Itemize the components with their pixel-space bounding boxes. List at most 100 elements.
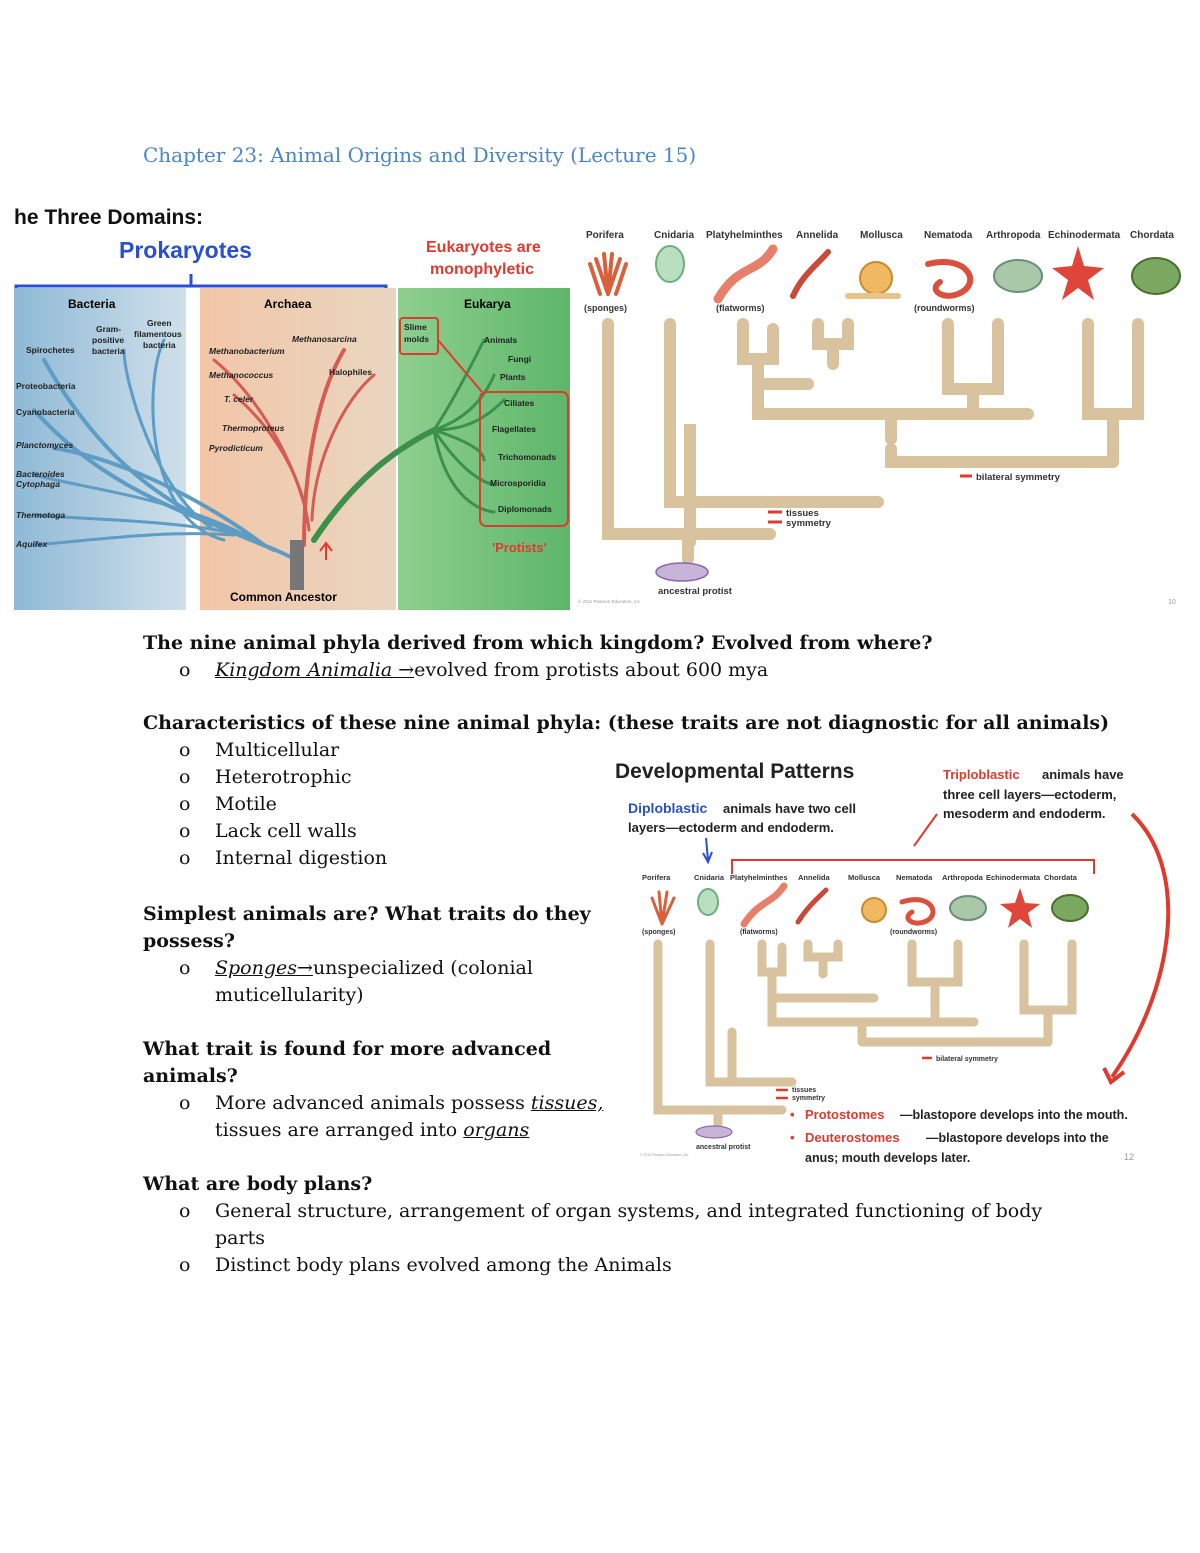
dev-ancestral: ancestral protist <box>696 1144 751 1151</box>
red-curved-arrow <box>1102 812 1171 1086</box>
annelid-icon <box>790 249 831 299</box>
jellyfish-icon <box>697 888 719 916</box>
snail-icon <box>861 897 887 923</box>
phylum-label: Arthropoda <box>986 230 1041 241</box>
phylum-label: Chordata <box>1044 873 1078 882</box>
phylum-label: Porifera <box>586 230 624 241</box>
phylum-label: Mollusca <box>848 873 881 882</box>
bilateral-label: bilateral symmetry <box>976 472 1061 483</box>
answer-kingdom: o Kingdom Animalia →evolved from protist… <box>179 657 1143 684</box>
phylum-label: Echinodermata <box>1048 230 1121 241</box>
proteobacteria: Proteobacteria <box>16 381 76 391</box>
tissues-label: tissues <box>786 508 819 519</box>
proto-bullet: • <box>790 1107 795 1122</box>
bullet: o <box>179 793 191 815</box>
triplo-rest-1: animals have <box>1042 767 1124 782</box>
deut-rest-2: anus; mouth develops later. <box>805 1151 970 1165</box>
phylum-label: Arthropoda <box>942 873 984 882</box>
question-characteristics: Characteristics of these nine animal phy… <box>143 712 1110 734</box>
characteristic-text: Motile <box>215 793 277 815</box>
phylum-label: Annelida <box>798 873 830 882</box>
dev-organism-icons <box>650 882 1089 928</box>
diplo-rest-1: animals have two cell <box>723 801 856 816</box>
term-organs: organs <box>463 1119 530 1141</box>
triplo-rest-2: three cell layers—ectoderm, <box>943 787 1116 802</box>
answer-body-plans-1a: General structure, arrangement of organ … <box>215 1200 1043 1222</box>
ancestral-label: ancestral protist <box>658 586 733 597</box>
phylum-label: Echinodermata <box>986 873 1041 882</box>
gram-1: Gram- <box>96 324 121 334</box>
phylum-label: Platyhelminthes <box>730 873 788 882</box>
slime-2: molds <box>404 334 429 344</box>
frog-icon <box>1131 257 1181 295</box>
eukarya-label: Eukarya <box>464 297 511 311</box>
dev-phylogeny-branches <box>653 939 1077 1129</box>
answer-simplest-text-2: muticellularity) <box>215 984 364 1006</box>
characteristic-text: Heterotrophic <box>215 766 352 788</box>
dev-copyright: © 2011 Pearson Education, Inc. <box>640 1153 689 1157</box>
diplo-arrow <box>702 837 713 865</box>
flatworms-label: (flatworms) <box>716 303 765 313</box>
eukaryotes-note-1: Eukaryotes are <box>426 239 541 256</box>
three-domains-figure: he Three Domains: Prokaryotes Eukaryotes… <box>14 206 570 610</box>
proto-word: Protostomes <box>805 1107 884 1122</box>
dev-tissues: tissues <box>792 1087 816 1094</box>
green-3: bacteria <box>143 340 176 350</box>
section-simplest: Simplest animals are? What traits do the… <box>143 901 593 1009</box>
frog-icon <box>1051 894 1089 922</box>
question-simplest-1: Simplest animals are? What traits do the… <box>143 903 591 925</box>
annelid-icon <box>795 887 829 925</box>
archaea-label: Archaea <box>264 297 312 311</box>
crab-icon <box>949 895 987 921</box>
bacteria-label: Bacteria <box>68 297 116 311</box>
deut-bullet: • <box>790 1130 795 1145</box>
thermoproteus: Thermoproteus <box>222 423 285 433</box>
dev-protist-icon <box>695 1125 733 1139</box>
spirochetes: Spirochetes <box>26 345 75 355</box>
methanosarcina: Methanosarcina <box>292 334 357 344</box>
bullet: o <box>179 957 191 979</box>
section-body-plans: What are body plans? o General structure… <box>143 1171 1143 1279</box>
copyright: © 2011 Pearson Education, Inc. <box>578 598 641 604</box>
proto-rest: —blastopore develops into the mouth. <box>900 1108 1128 1122</box>
flatworm-icon <box>713 244 778 304</box>
bullet: o <box>179 739 191 761</box>
question-simplest-2: possess? <box>143 930 235 952</box>
trunk <box>290 540 304 590</box>
question-body-plans: What are body plans? <box>143 1173 373 1195</box>
domain-branches <box>32 338 506 562</box>
microsporidia: Microsporidia <box>490 478 546 488</box>
starfish-icon <box>1000 888 1040 928</box>
bullet: o <box>179 1254 191 1276</box>
phylogeny-branches <box>602 318 1144 565</box>
triplo-rest-3: mesoderm and endoderm. <box>943 806 1106 821</box>
halophiles: Halophiles <box>329 367 372 377</box>
cyanobacteria: Cyanobacteria <box>16 407 75 417</box>
dev-flatworms: (flatworms) <box>740 929 778 936</box>
question-advanced-2: animals? <box>143 1065 238 1087</box>
term-kingdom-animalia: Kingdom Animalia → <box>215 659 415 681</box>
section-characteristics: Characteristics of these nine animal phy… <box>143 710 1143 872</box>
dev-heading: Developmental Patterns <box>615 760 854 783</box>
answer-kingdom-text: evolved from protists about 600 mya <box>414 659 769 681</box>
diplo-word: Diploblastic <box>628 800 708 816</box>
bullet: o <box>179 820 191 842</box>
phylum-label: Chordata <box>1130 230 1174 241</box>
roundworm-icon <box>899 897 936 926</box>
snail-icon <box>845 261 901 299</box>
answer-advanced-text-1: More advanced animals possess <box>215 1092 525 1114</box>
pyrodicticum: Pyrodicticum <box>209 443 263 453</box>
plants: Plants <box>500 372 526 382</box>
bacteroides-1: Bacteroides <box>16 469 65 479</box>
dev-bilateral: bilateral symmetry <box>936 1056 998 1063</box>
page-number-10: 10 <box>1168 599 1176 604</box>
methanobacterium: Methanobacterium <box>209 346 285 356</box>
bullet: o <box>179 847 191 869</box>
animals: Animals <box>484 335 517 345</box>
roundworms-label: (roundworms) <box>914 303 975 313</box>
